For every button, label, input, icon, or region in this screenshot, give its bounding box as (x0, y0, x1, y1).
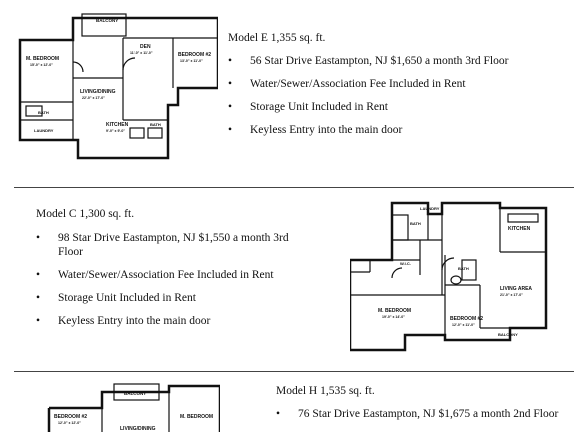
plan-label: DEN (140, 44, 151, 50)
list-item: •Keyless Entry into the main door (228, 124, 403, 136)
plan-label: M. BEDROOM (378, 308, 411, 314)
model-c-features: •98 Star Drive Eastampton, NJ $1,550 a m… (36, 231, 316, 337)
floor-plan-model-e: BALCONY M. BEDROOM 15'-0" x 12'-0" DEN 1… (18, 13, 218, 160)
model-c-title: Model C 1,300 sq. ft. (36, 208, 135, 220)
plan-label: LAUNDRY (420, 206, 440, 211)
plan-label: BALCONY (96, 18, 118, 23)
bullet-icon: • (276, 408, 281, 420)
plan-label: 22'-0" x 17'-0" (82, 96, 105, 100)
list-item: •56 Star Drive Eastampton, NJ $1,650 a m… (228, 55, 509, 67)
bullet-icon: • (228, 101, 233, 113)
section-divider (14, 187, 574, 188)
plan-label: BEDROOM #2 (450, 316, 483, 322)
plan-label: LIVING AREA (500, 286, 532, 292)
section-divider (14, 371, 574, 372)
list-item: •Water/Sewer/Association Fee Included in… (36, 269, 274, 281)
plan-label: 9'-0" x 9'-0" (106, 129, 125, 133)
list-item: •Water/Sewer/Association Fee Included in… (228, 78, 466, 90)
model-e-features: •56 Star Drive Eastampton, NJ $1,650 a m… (228, 54, 568, 146)
plan-label: W.I.C. (400, 261, 411, 266)
model-h-features: •76 Star Drive Eastampton, NJ $1,675 a m… (276, 407, 568, 430)
plan-label: KITCHEN (106, 122, 129, 128)
model-e-title: Model E 1,355 sq. ft. (228, 32, 326, 44)
bullet-icon: • (36, 269, 41, 281)
list-item: •Storage Unit Included in Rent (36, 292, 196, 304)
plan-label: BATH (150, 122, 161, 127)
plan-label: LAUNDRY (34, 128, 54, 133)
plan-label: M. BEDROOM (26, 56, 59, 62)
floor-plan-model-h: BEDROOM #2 12'-0" x 12'-0" BALCONY LIVIN… (47, 383, 220, 432)
plan-label: 11'-0" x 11'-0" (130, 51, 153, 55)
plan-label: 13'-0" x 11'-0" (180, 59, 203, 63)
bullet-icon: • (36, 315, 41, 327)
plan-label: BATH (38, 110, 49, 115)
plan-label: 12'-0" x 11'-0" (452, 323, 475, 327)
plan-label: 12'-0" x 12'-0" (58, 421, 81, 425)
plan-label: BALCONY (498, 332, 518, 337)
bullet-icon: • (36, 232, 41, 244)
plan-label: 19'-0" x 14'-0" (382, 315, 405, 319)
bullet-icon: • (228, 124, 233, 136)
bullet-icon: • (228, 55, 233, 67)
plan-label: BALCONY (124, 391, 146, 396)
plan-label: 15'-0" x 12'-0" (30, 63, 53, 67)
list-item: •98 Star Drive Eastampton, NJ $1,550 a m… (36, 232, 289, 258)
plan-label: BATH (458, 266, 469, 271)
model-h-title: Model H 1,535 sq. ft. (276, 385, 375, 397)
bullet-icon: • (36, 292, 41, 304)
floor-plan-model-c: LAUNDRY BATH KITCHEN W.I.C. BATH LIVING … (350, 201, 548, 352)
plan-label: LIVING/DINING (120, 426, 156, 432)
bullet-icon: • (228, 78, 233, 90)
plan-label: 21'-0" x 17'-0" (500, 293, 523, 297)
list-item: •Storage Unit Included in Rent (228, 101, 388, 113)
plan-label: M. BEDROOM (180, 414, 213, 420)
plan-label: BEDROOM #2 (178, 52, 211, 58)
list-item: •Keyless Entry into the main door (36, 315, 211, 327)
list-item: •76 Star Drive Eastampton, NJ $1,675 a m… (276, 408, 559, 420)
plan-label: BEDROOM #2 (54, 414, 87, 420)
plan-label: BATH (410, 221, 421, 226)
plan-label: KITCHEN (508, 226, 531, 232)
plan-label: LIVING/DINING (80, 89, 116, 95)
